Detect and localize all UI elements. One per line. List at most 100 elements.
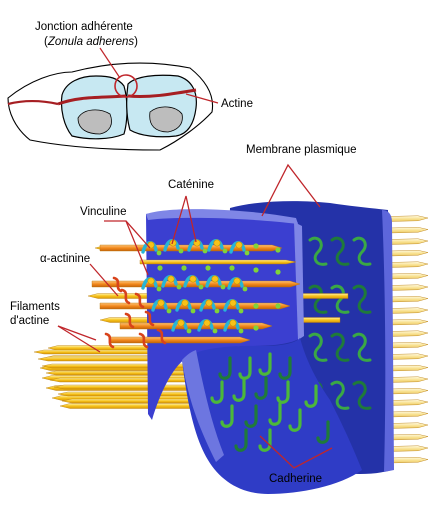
cadherin-tail-dot: [198, 284, 204, 290]
vinculin-molecule: [147, 277, 155, 285]
cadherin-dot: [205, 265, 211, 271]
vinculin-molecule: [177, 319, 185, 327]
alpha-actinin-molecule: [156, 328, 167, 345]
actin-filament-front: [99, 302, 291, 310]
actin-filament-front: [109, 336, 251, 344]
cadherin-dot: [253, 267, 259, 273]
cadherin-tail-dot: [244, 250, 250, 256]
cadherin-tail-dot: [156, 250, 162, 256]
cadherin-tail-dot: [222, 248, 228, 254]
cadherin-back: [330, 236, 350, 266]
cadherin-back: [352, 236, 372, 266]
actin-filament-front: [139, 259, 297, 265]
vinculin-molecule: [167, 275, 175, 283]
actin-filament-front: [119, 322, 273, 330]
catenine-leader: [171, 195, 197, 245]
cadherin-front: [210, 380, 224, 404]
cadherin-dot: [229, 265, 235, 271]
cadherin-front: [220, 404, 234, 428]
cadherin-back: [308, 236, 328, 266]
vinculin-molecule: [213, 239, 221, 247]
actine-label: Actine: [221, 98, 253, 110]
cadherin-tail-dot: [156, 286, 162, 292]
filaments-leader-1: [57, 325, 97, 341]
cadherin-dot: [157, 265, 163, 271]
junction-title: Jonction adhérente: [35, 21, 133, 33]
actin-band-left: [57, 94, 127, 106]
leader-lines: [57, 163, 333, 469]
cadherine-leader: [259, 435, 333, 469]
vinculin-molecule: [205, 299, 213, 307]
cadherin-front-group: [210, 352, 330, 452]
membrane-back-edge: [382, 210, 394, 472]
cadherin-dot: [275, 247, 281, 253]
vinculin-molecule: [193, 239, 201, 247]
cadherin-back: [308, 332, 328, 362]
membrane-front-topedge: [146, 209, 298, 224]
cadherin-dot: [253, 303, 259, 309]
vinculine-label: Vinculine: [80, 206, 126, 218]
vinculin-molecule: [229, 319, 237, 327]
junction-leader: [99, 47, 121, 79]
actine-leader: [185, 93, 219, 104]
vinculin-molecule: [203, 319, 211, 327]
cadherin-dot: [181, 265, 187, 271]
cadherin-front: [238, 356, 252, 380]
membrane-leader: [261, 163, 321, 217]
cadherin-front: [258, 352, 272, 376]
alpha-actinin-molecule: [124, 312, 135, 329]
cadherin-back: [352, 284, 372, 314]
cadherin-back: [330, 332, 350, 362]
alpha-actinin-molecule: [134, 292, 145, 309]
alpha-actinin-molecule: [138, 332, 149, 349]
cadherin-back: [330, 284, 350, 314]
cadherin-tail-dot: [238, 328, 244, 334]
cadherin-tail-dot: [178, 248, 184, 254]
cadherin-tail-dot: [202, 248, 208, 254]
cadherin-front: [316, 420, 330, 444]
cadherin-front: [232, 378, 246, 402]
vinculin-molecule: [233, 277, 241, 285]
cadherine-label: Cadherine: [269, 473, 322, 485]
cadherin-tail-dot: [238, 308, 244, 314]
cadherin-tail-dot: [186, 328, 192, 334]
cadherin-front: [268, 402, 282, 426]
filaments-label-1: Filaments: [10, 301, 60, 313]
cadherin-back: [308, 284, 328, 314]
nucleus-left: [77, 109, 112, 135]
alpha-actinin-molecule: [112, 276, 123, 293]
junction-subtitle: (Zonula adherens): [44, 36, 138, 48]
cadherin-front: [278, 356, 292, 380]
catenine-label: Caténine: [168, 179, 214, 191]
junction-highlight-circle: [114, 74, 138, 98]
alpha-actinin-molecule: [120, 288, 131, 305]
cadherin-tail-dot: [190, 308, 196, 314]
cadherin-tail-dot: [242, 286, 248, 292]
cadherin-tail-dot: [214, 308, 220, 314]
cadherin-dot: [275, 303, 281, 309]
vinculin-molecule: [229, 299, 237, 307]
membrane-front-rightedge: [294, 222, 304, 340]
alpha-actinin-molecule: [104, 332, 115, 349]
cadherin-tail-dot: [176, 284, 182, 290]
cadherin-front: [304, 384, 318, 408]
actin-filament-left: [61, 398, 211, 404]
cadherin-dot: [275, 269, 281, 275]
actin-band-outer: [7, 99, 59, 106]
membrane-label: Membrane plasmique: [246, 144, 357, 156]
vinculine-leader-2: [125, 220, 149, 276]
nucleus-right: [149, 106, 183, 133]
cadherin-front: [254, 376, 268, 400]
vinculin-molecule: [181, 299, 189, 307]
vinculin-molecule: [157, 299, 165, 307]
cadherin-front: [276, 380, 290, 404]
cadherin-front: [234, 428, 248, 452]
cadherin-front: [218, 356, 232, 380]
cadherin-front: [244, 404, 258, 428]
cell-inset: [7, 47, 219, 151]
cadherin-tail-dot: [220, 284, 226, 290]
cadherin-back: [352, 380, 372, 410]
cadherin-tail-dot: [212, 328, 218, 334]
vinculin-molecule: [235, 241, 243, 249]
anchor-proteins: [104, 239, 281, 349]
